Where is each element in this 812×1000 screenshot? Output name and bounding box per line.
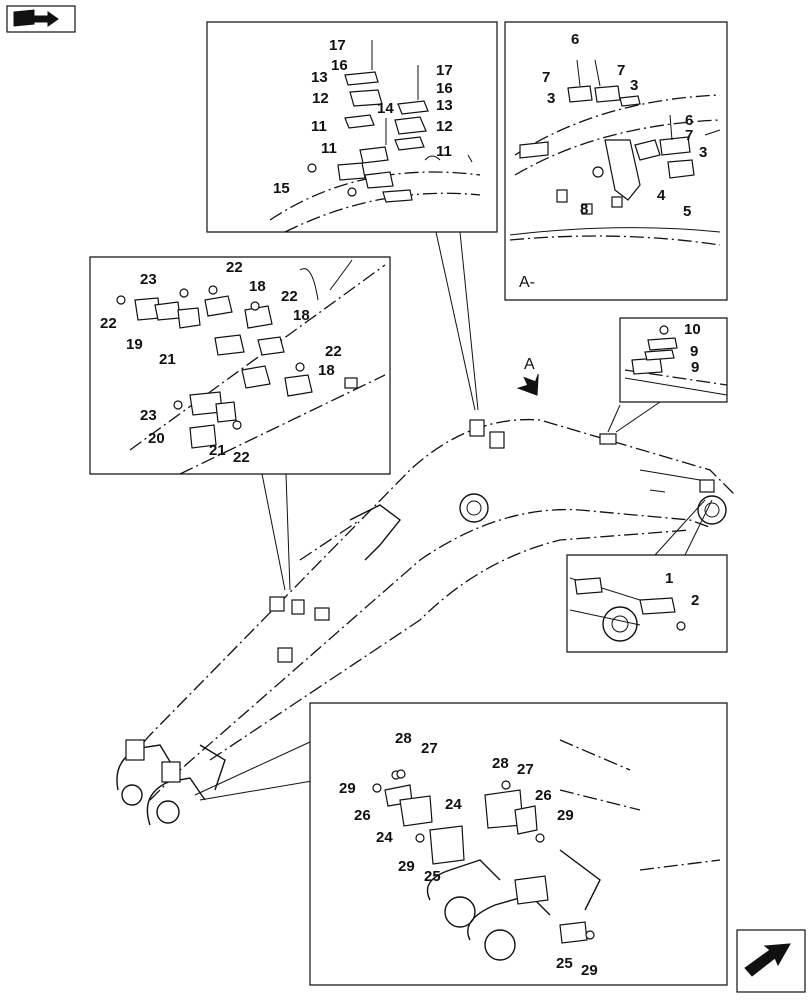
detail-right-small-callouts: 10 99: [684, 321, 701, 376]
callout-number: 18: [293, 307, 310, 324]
callout-number: 3: [630, 77, 638, 94]
callout-number: 27: [517, 761, 534, 778]
detail-view-a: A-: [504, 21, 728, 301]
callout-number: 29: [581, 962, 598, 979]
callout-number: 6: [571, 31, 579, 48]
callout-number: 17: [436, 62, 453, 79]
callout-number: 12: [436, 118, 453, 135]
view-arrow-label: A: [524, 356, 535, 373]
detail-right-lower-callouts: 12: [665, 570, 699, 609]
callout-number: 25: [424, 868, 441, 885]
view-arrow-a: A: [516, 356, 539, 396]
detail-bottom-callouts: 28 27 28 27 29 26 26 24 24 29 29 25 25 29: [339, 730, 598, 979]
callout-number: 1: [665, 570, 673, 587]
book-arrow-icon[interactable]: [6, 5, 76, 33]
callout-number: 7: [685, 127, 693, 144]
callout-number: 19: [126, 336, 143, 353]
callout-number: 18: [318, 362, 335, 379]
callout-number: 18: [249, 278, 266, 295]
callout-number: 6: [685, 112, 693, 129]
callout-number: 13: [311, 69, 328, 86]
callout-number: 11: [311, 118, 327, 135]
leader-lines: [194, 231, 713, 801]
callout-number: 16: [331, 57, 348, 74]
boom-assembly: [116, 418, 736, 826]
callout-number: 22: [233, 449, 250, 466]
callout-number: 14: [377, 100, 394, 117]
callout-number: 27: [421, 740, 438, 757]
callout-number: 8: [580, 201, 588, 218]
callout-number: 29: [398, 858, 415, 875]
callout-number: 13: [436, 97, 453, 114]
detail-bottom: [309, 702, 728, 986]
callout-number: 23: [140, 271, 157, 288]
detail-left-callouts: 23 22 22 18 22 19 21 18 22 18 23 20 21 22: [100, 259, 342, 466]
callout-number: 22: [100, 315, 117, 332]
callout-number: 16: [436, 80, 453, 97]
detail-right-lower: [566, 554, 728, 653]
callout-number: 28: [492, 755, 509, 772]
callout-number: 22: [281, 288, 298, 305]
callout-number: 9: [690, 343, 698, 360]
callout-number: 26: [535, 787, 552, 804]
view-a-label: A-: [519, 274, 535, 291]
callout-number: 21: [159, 351, 176, 368]
callout-number: 29: [339, 780, 356, 797]
callout-number: 24: [445, 796, 462, 813]
callout-number: 4: [657, 187, 666, 204]
callout-number: 7: [617, 62, 625, 79]
callout-number: 3: [699, 144, 707, 161]
detail-right-small: [619, 317, 728, 403]
callout-number: 9: [691, 359, 699, 376]
callout-number: 5: [683, 203, 691, 220]
callout-number: 20: [148, 430, 165, 447]
callout-number: 3: [547, 90, 555, 107]
callout-number: 29: [557, 807, 574, 824]
callout-number: 11: [321, 140, 337, 157]
detail-left: [89, 256, 391, 475]
callout-number: 28: [395, 730, 412, 747]
callout-number: 23: [140, 407, 157, 424]
callout-number: 2: [691, 592, 699, 609]
callout-number: 26: [354, 807, 371, 824]
callout-number: 25: [556, 955, 573, 972]
callout-number: 22: [226, 259, 243, 276]
callout-number: 17: [329, 37, 346, 54]
callout-number: 7: [542, 69, 550, 86]
callout-number: 12: [312, 90, 329, 107]
callout-number: 22: [325, 343, 342, 360]
callout-number: 24: [376, 829, 393, 846]
callout-number: 10: [684, 321, 701, 338]
callout-number: 21: [209, 442, 226, 459]
detail-top: [206, 21, 498, 233]
callout-number: 11: [436, 143, 452, 160]
callout-number: 15: [273, 180, 290, 197]
next-page-arrow-icon[interactable]: [736, 929, 806, 993]
